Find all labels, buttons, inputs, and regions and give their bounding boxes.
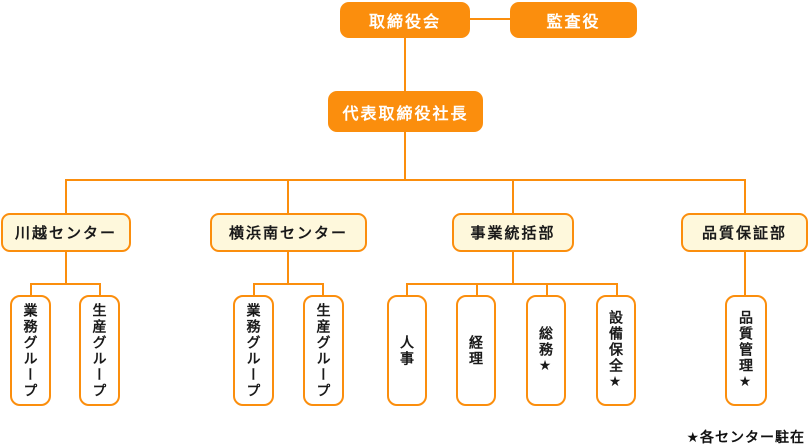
connector-stub-quality <box>744 179 746 214</box>
footnote-star-legend: ★各センター駐在 <box>686 429 805 445</box>
node-auditor: 監査役 <box>510 2 637 38</box>
connector-stub-kawagoe <box>65 179 67 214</box>
connector-board-president <box>404 38 406 91</box>
node-kawagoe-business-group: 業務グループ <box>10 295 51 406</box>
node-kawagoe-production-group: 生産グループ <box>79 295 120 406</box>
connector-business-down <box>512 252 514 284</box>
node-hr: 人事 <box>387 295 427 406</box>
connector-business-child4 <box>616 283 618 296</box>
branch-kawagoe-center: 川越センター <box>1 213 131 252</box>
connector-quality-down <box>744 252 746 296</box>
connector-yokohama-child1 <box>253 283 255 296</box>
branch-yokohama-minami-center: 横浜南センター <box>210 213 367 252</box>
node-yokohama-production-group: 生産グループ <box>303 295 344 406</box>
branch-quality-assurance-dept: 品質保証部 <box>681 213 808 252</box>
connector-president-trunk <box>404 132 406 180</box>
connector-yokohama-spread <box>253 283 324 285</box>
node-accounting: 経理 <box>456 295 496 406</box>
connector-level2-spread <box>65 179 746 181</box>
node-president: 代表取締役社長 <box>328 91 483 132</box>
connector-yokohama-down <box>287 252 289 284</box>
connector-board-auditor <box>470 18 510 20</box>
connector-business-child1 <box>406 283 408 296</box>
node-yokohama-business-group: 業務グループ <box>233 295 274 406</box>
connector-stub-yokohama <box>287 179 289 214</box>
connector-business-child3 <box>546 283 548 296</box>
node-quality-control: 品質管理★ <box>725 295 767 406</box>
connector-kawagoe-spread <box>30 283 101 285</box>
connector-kawagoe-child2 <box>99 283 101 296</box>
connector-business-spread <box>406 283 617 285</box>
connector-kawagoe-child1 <box>30 283 32 296</box>
connector-kawagoe-down <box>65 252 67 284</box>
connector-yokohama-child2 <box>322 283 324 296</box>
connector-stub-business <box>512 179 514 214</box>
branch-business-management-dept: 事業統括部 <box>452 213 574 252</box>
node-general-affairs: 総務★ <box>526 295 566 406</box>
node-equipment-maintenance: 設備保全★ <box>596 295 636 406</box>
node-board-of-directors: 取締役会 <box>340 2 470 38</box>
connector-business-child2 <box>476 283 478 296</box>
